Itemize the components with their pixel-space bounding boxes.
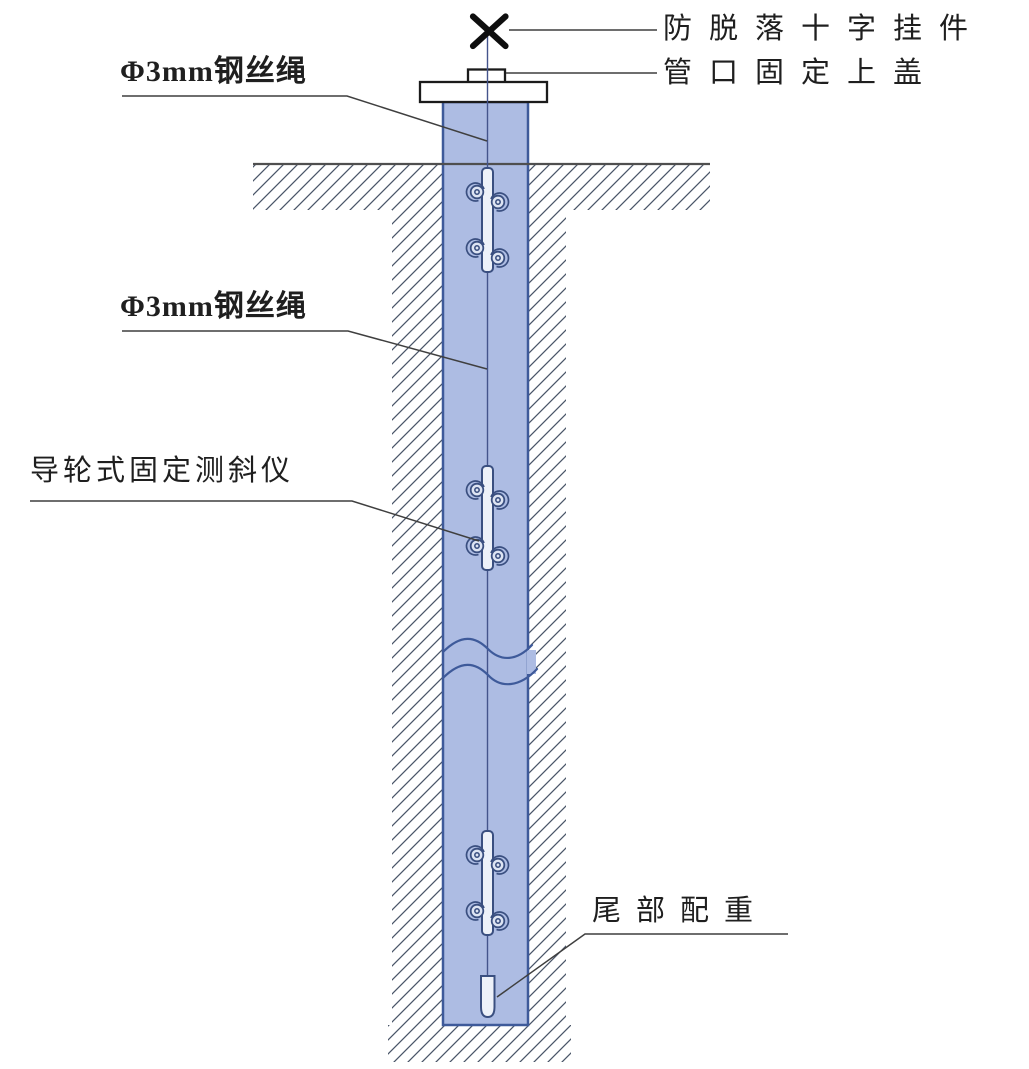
pipe-top-cover (418, 68, 549, 104)
label-inclinometer: 导轮式固定测斜仪 (30, 455, 295, 487)
label-cross-hanger: 防脱落十字挂件 (663, 13, 986, 45)
soil-hatch-bottom-band (388, 1025, 571, 1062)
label-wire-rope-lower: Φ3mm钢丝绳 (120, 290, 307, 323)
label-tail-weight: 尾部配重 (592, 895, 769, 927)
label-top-cover: 管口固定上盖 (663, 57, 940, 89)
leader-lines (30, 29, 788, 998)
tail-counterweight (480, 975, 496, 1019)
top-cover-flange (418, 80, 549, 104)
pipe-break-symbol (441, 637, 539, 686)
label-wire-rope-upper: Φ3mm钢丝绳 (120, 55, 307, 88)
soil-hatch-right-column (528, 210, 566, 1025)
leader-tail-weight (496, 933, 788, 998)
leader-inclinometer (30, 500, 480, 542)
top-cover-plug (466, 68, 507, 84)
leader-wire-rope-upper (122, 95, 488, 142)
leader-wire-rope-lower (122, 330, 488, 370)
soil-hatch-left-column (392, 210, 443, 1025)
cross-hanger-icon (469, 13, 509, 50)
